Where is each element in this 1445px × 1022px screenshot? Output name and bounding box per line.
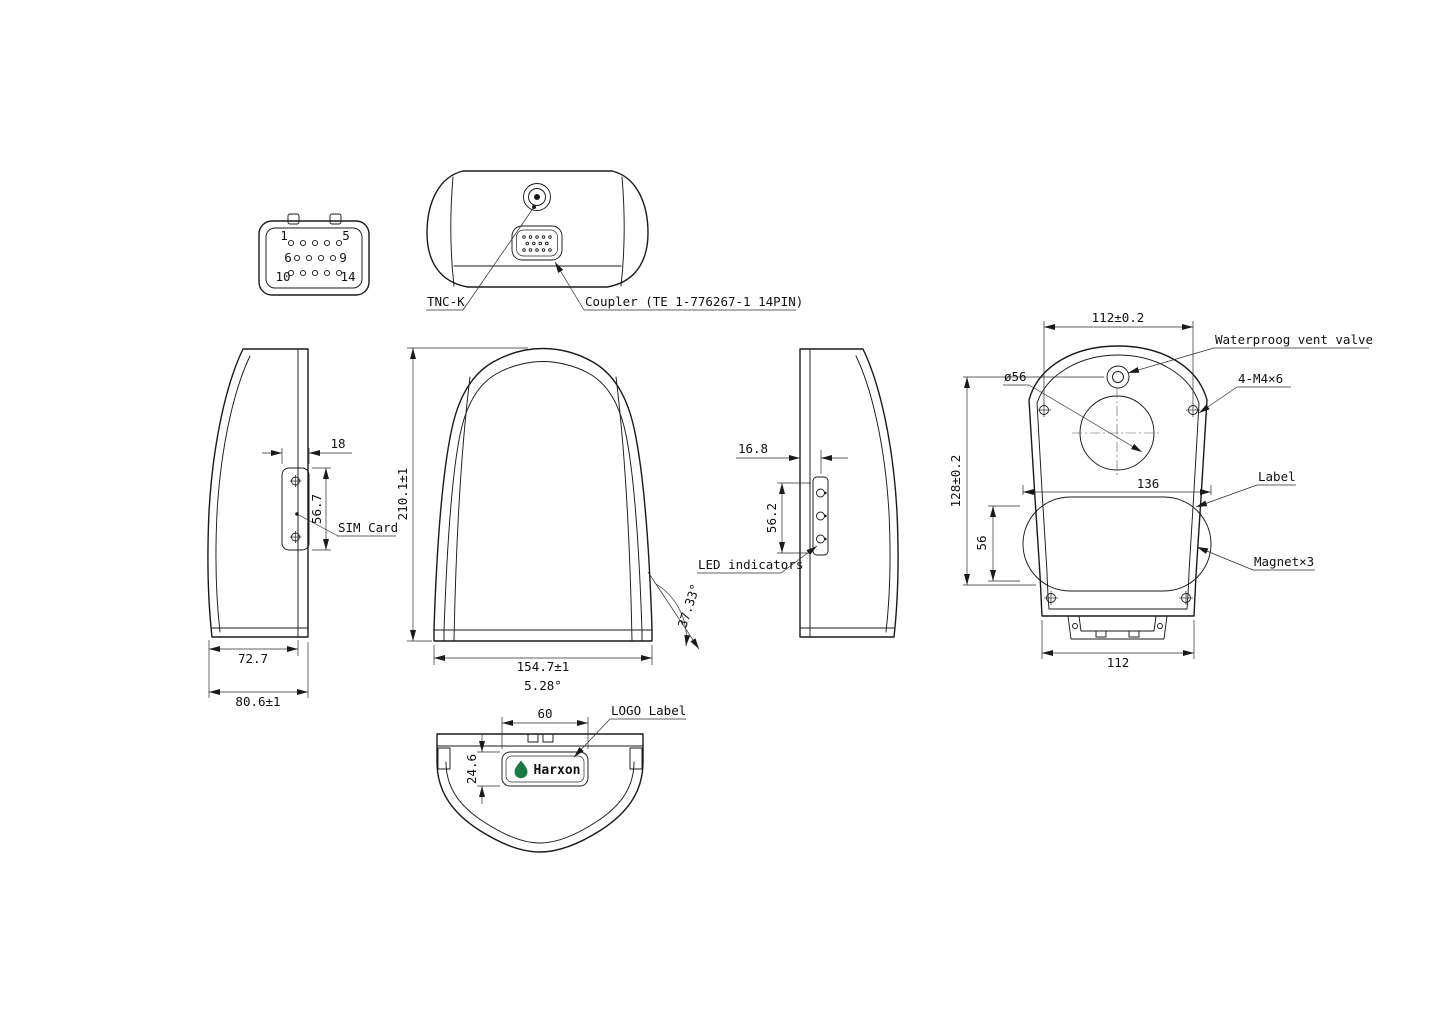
connector-pins bbox=[287, 239, 343, 277]
logo-drop-icon bbox=[514, 760, 528, 779]
dim-80-6-label: 80.6±1 bbox=[235, 694, 280, 709]
bracket-screw bbox=[1072, 623, 1078, 629]
bottom-view-inner-arc bbox=[445, 761, 635, 844]
top-view-edge-right bbox=[620, 176, 625, 287]
connector-tab bbox=[287, 213, 300, 225]
corner-ear bbox=[629, 747, 643, 770]
coupler-label: Coupler (TE 1-776267-1 14PIN) bbox=[585, 294, 803, 309]
top-view: TNC-K Coupler (TE 1-776267-1 14PIN) bbox=[426, 170, 803, 311]
led-leader-line bbox=[780, 545, 818, 574]
label-leader-line bbox=[1195, 484, 1258, 508]
led-indicators-label: LED indicators bbox=[698, 557, 803, 572]
front-view-outline bbox=[433, 347, 653, 642]
label-recess bbox=[1022, 496, 1212, 592]
bracket-tab bbox=[1128, 630, 1140, 638]
dim-56-2-label: 56.2 bbox=[764, 503, 779, 533]
dim-112-top-label: 112±0.2 bbox=[1092, 310, 1145, 325]
right-view-outline bbox=[799, 348, 899, 638]
logo-plate: Harxon bbox=[501, 751, 589, 787]
pin-number-10: 10 bbox=[275, 269, 290, 284]
sim-card-cover bbox=[281, 467, 310, 551]
dim-56-label: 56 bbox=[974, 535, 989, 550]
magnet-label: Magnet×3 bbox=[1254, 554, 1314, 569]
front-face-edge-left bbox=[453, 376, 471, 642]
dim-112-bottom-label: 112 bbox=[1107, 655, 1130, 670]
front-view-inner-contour bbox=[443, 361, 643, 642]
dia56-leader-line bbox=[1028, 384, 1143, 453]
connector-outline bbox=[258, 220, 370, 296]
tnc-leader-dot bbox=[532, 205, 536, 209]
logo-label-callout: LOGO Label bbox=[611, 703, 686, 718]
front-face-edge-right bbox=[615, 376, 633, 642]
sim-leader-dot bbox=[295, 512, 299, 516]
dim-72-7-label: 72.7 bbox=[238, 651, 268, 666]
sim-leader-line bbox=[296, 513, 339, 537]
screw-spec-label: 4-M4×6 bbox=[1238, 371, 1283, 386]
pin-number-14: 14 bbox=[340, 269, 355, 284]
connector-inner-outline bbox=[265, 227, 363, 289]
tnc-label: TNC-K bbox=[427, 294, 465, 309]
angle-5-28-label: 5.28° bbox=[524, 678, 562, 693]
bottom-view-outline bbox=[436, 733, 644, 853]
top-view-edge-left bbox=[450, 176, 455, 287]
connector-tab bbox=[329, 213, 342, 225]
corner-ear bbox=[437, 747, 451, 770]
right-side-view: 16.8 56.2 LED indicators bbox=[697, 348, 899, 638]
vent-valve bbox=[1106, 365, 1130, 389]
dim-128-label: 128±0.2 bbox=[948, 455, 963, 508]
dim-60-label: 60 bbox=[537, 706, 552, 721]
vent-leader-line bbox=[1127, 347, 1215, 374]
angle-arc bbox=[655, 583, 691, 647]
sim-card-label: SIM Card bbox=[338, 520, 398, 535]
back-view-outline bbox=[1028, 345, 1208, 617]
back-view-inner-outline bbox=[1036, 354, 1200, 610]
dim-24-6-label: 24.6 bbox=[464, 754, 479, 784]
dia-56-label: ø56 bbox=[1004, 369, 1027, 384]
bottom-bracket-inner bbox=[1078, 615, 1157, 632]
top-view-outline bbox=[426, 170, 649, 288]
tnc-connector bbox=[523, 183, 551, 211]
angle-tangent-line bbox=[647, 571, 700, 650]
dim-16-8-label: 16.8 bbox=[738, 441, 768, 456]
coupler-leader-line bbox=[554, 261, 585, 311]
vent-valve-label: Waterproog vent valve bbox=[1215, 332, 1373, 347]
bottom-bracket bbox=[1067, 615, 1168, 640]
logo-leader-line bbox=[573, 718, 611, 758]
led-indicator-strip bbox=[812, 476, 829, 556]
dim-56-7-label: 56.7 bbox=[309, 494, 324, 524]
back-view: 112±0.2 Waterproog vent valve 4-M4×6 ø56… bbox=[948, 310, 1373, 670]
top-tab bbox=[542, 733, 554, 743]
pin-number-9: 9 bbox=[339, 250, 347, 265]
right-view-inner-contour bbox=[855, 355, 891, 633]
label-callout: Label bbox=[1258, 469, 1296, 484]
bottom-view: Harxon 60 24.6 LOGO Label bbox=[436, 703, 686, 853]
logo-brand-text: Harxon bbox=[534, 763, 581, 778]
screw-leader-line bbox=[1198, 386, 1238, 414]
coupler-connector bbox=[511, 225, 563, 261]
left-view-inner-contour bbox=[215, 355, 251, 633]
bracket-tab bbox=[1095, 630, 1107, 638]
dim-210-label: 210.1±1 bbox=[395, 468, 410, 521]
pin-number-1: 1 bbox=[280, 228, 288, 243]
m4-screw-holes bbox=[1037, 403, 1200, 605]
tnc-leader-line bbox=[462, 206, 535, 311]
round-opening-d56 bbox=[1072, 388, 1162, 478]
bracket-screw bbox=[1157, 623, 1163, 629]
left-side-view: 18 56.7 SIM Card 72.7 80.6±1 bbox=[207, 348, 398, 709]
left-view-outline bbox=[207, 348, 309, 638]
dim-18-label: 18 bbox=[330, 436, 345, 451]
top-tab bbox=[527, 733, 539, 743]
connector-pinout-view: 1 5 6 9 10 14 bbox=[258, 213, 370, 296]
pin-number-6: 6 bbox=[284, 250, 292, 265]
dim-154-label: 154.7±1 bbox=[517, 659, 570, 674]
magnet-leader-line bbox=[1196, 546, 1254, 571]
dim-136-label: 136 bbox=[1137, 476, 1160, 491]
pin-number-5: 5 bbox=[342, 228, 350, 243]
